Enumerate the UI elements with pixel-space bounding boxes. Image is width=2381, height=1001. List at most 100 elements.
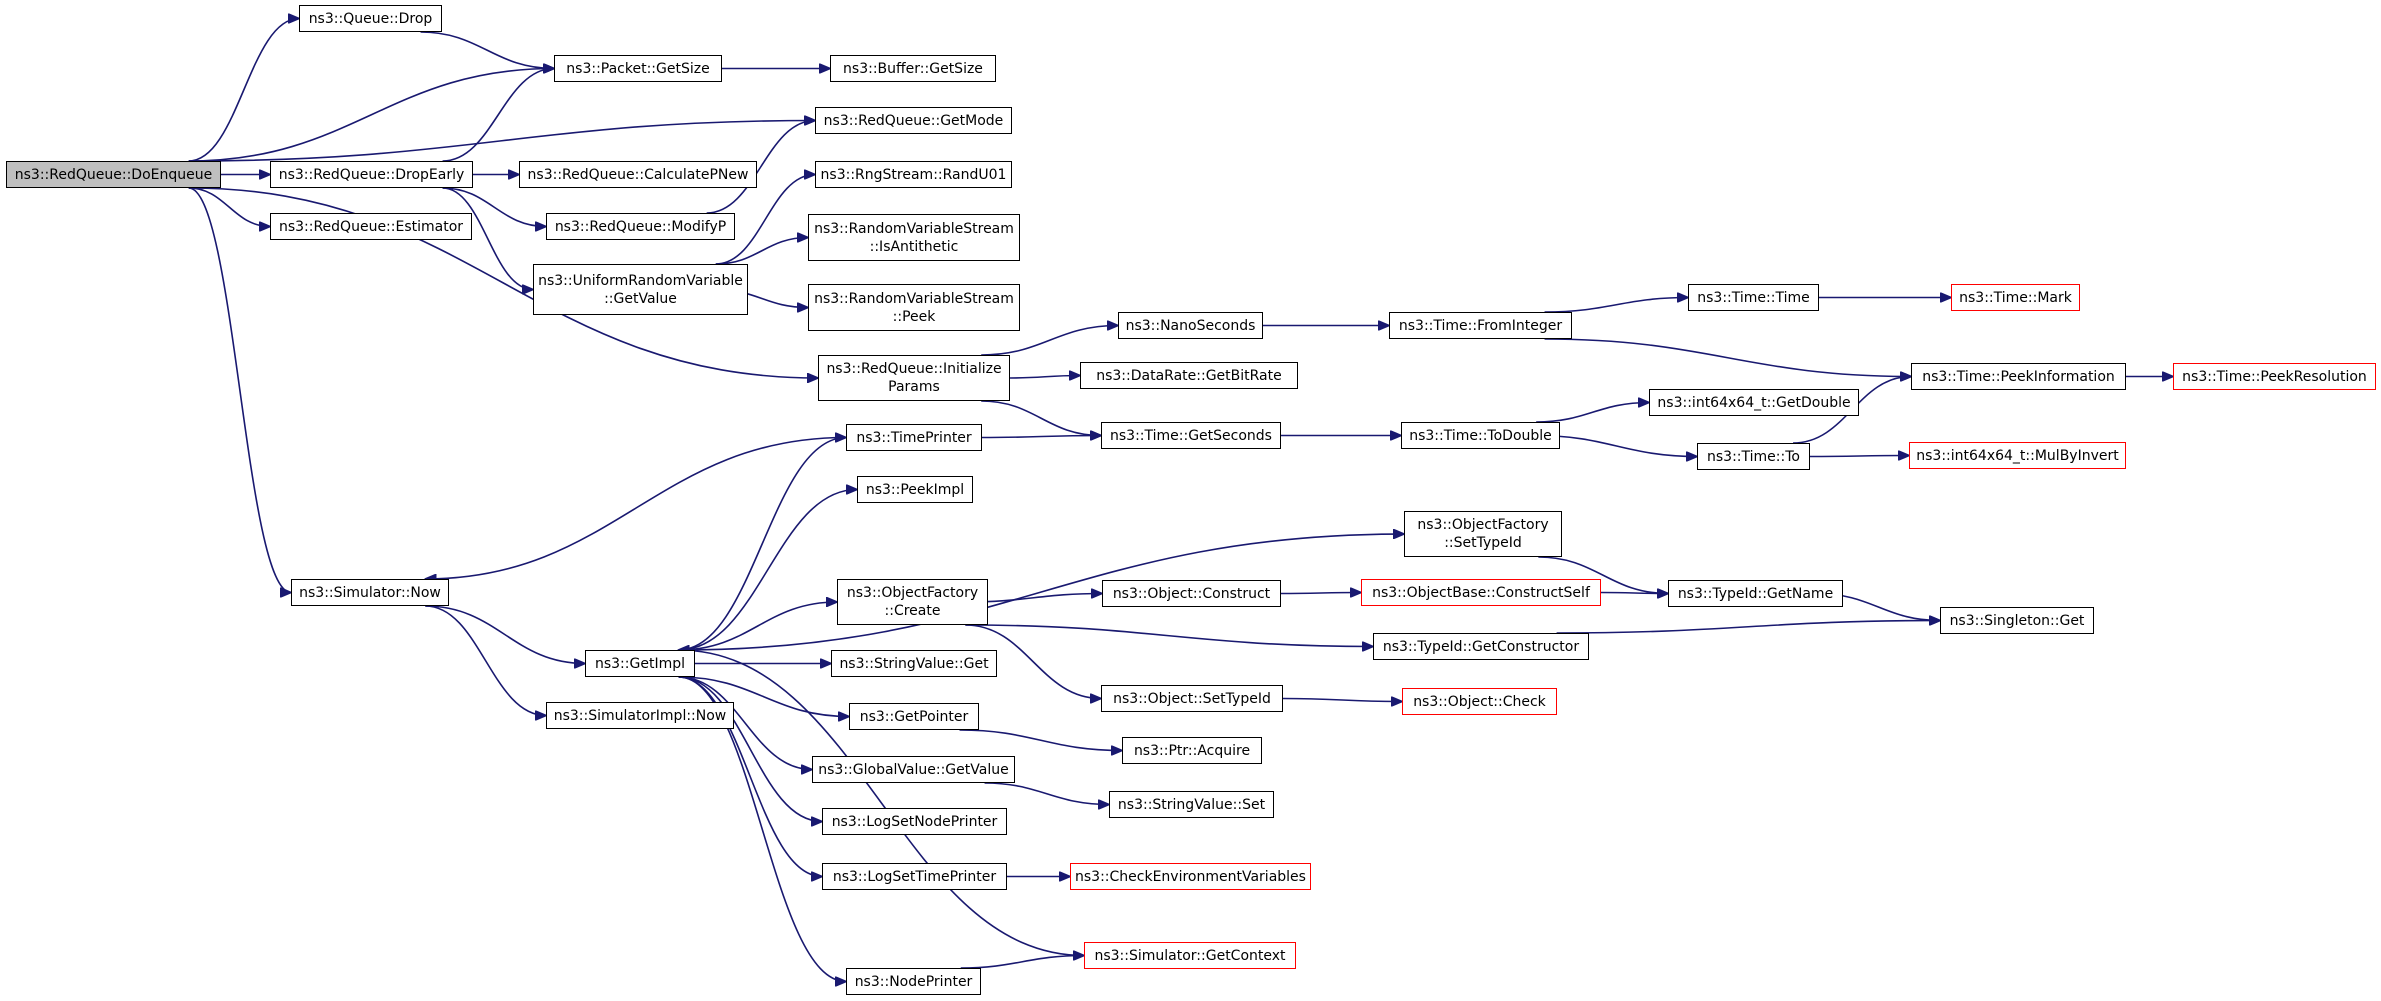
node-redqueue-estimator[interactable]: ns3::RedQueue::Estimator: [270, 213, 472, 240]
node-uniform-getvalue[interactable]: ns3::UniformRandomVariable::GetValue: [533, 264, 748, 315]
node-redqueue-calculatepnew[interactable]: ns3::RedQueue::CalculatePNew: [519, 161, 757, 188]
edge-getpointer-to-ptr-acquire: [959, 729, 1123, 751]
node-label-line: ::GetValue: [604, 290, 677, 307]
node-time-peekresolution[interactable]: ns3::Time::PeekResolution: [2173, 363, 2376, 390]
node-getpointer[interactable]: ns3::GetPointer: [849, 703, 979, 730]
node-label-line: ns3::RandomVariableStream: [814, 290, 1014, 307]
node-objectbase-constructself[interactable]: ns3::ObjectBase::ConstructSelf: [1361, 579, 1601, 606]
edge-doenqueue-to-redqueue-getmode: [188, 121, 815, 162]
edge-simulator-now-to-simulatorimpl-now: [425, 605, 546, 716]
node-time-getseconds[interactable]: ns3::Time::GetSeconds: [1101, 422, 1281, 449]
node-globalvalue-getvalue[interactable]: ns3::GlobalValue::GetValue: [812, 756, 1015, 783]
edge-doenqueue-to-simulator-now: [188, 187, 291, 593]
edge-object-construct-to-objectbase-constructself: [1280, 593, 1361, 594]
edge-time-todouble-to-time-to: [1536, 434, 1697, 457]
edge-doenqueue-to-packet-getsize: [188, 69, 554, 162]
node-int64-getdouble[interactable]: ns3::int64x64_t::GetDouble: [1649, 389, 1859, 416]
node-time-peekinformation[interactable]: ns3::Time::PeekInformation: [1911, 363, 2126, 390]
node-simulator-now[interactable]: ns3::Simulator::Now: [291, 579, 449, 606]
node-label-line: Params: [888, 379, 940, 395]
node-typeid-getname[interactable]: ns3::TypeId::GetName: [1668, 580, 1843, 607]
node-rngstream-randu01[interactable]: ns3::RngStream::RandU01: [815, 161, 1012, 188]
edge-timeprinter-to-time-getseconds: [981, 436, 1101, 438]
edge-getimpl-to-nodeprinter: [678, 676, 847, 982]
node-time-todouble[interactable]: ns3::Time::ToDouble: [1401, 422, 1560, 449]
edge-objectbase-constructself-to-typeid-getname: [1600, 593, 1668, 594]
edge-getimpl-to-objectfactory-settypeid: [678, 534, 1405, 651]
node-redqueue-getmode[interactable]: ns3::RedQueue::GetMode: [815, 107, 1012, 134]
edge-time-frominteger-to-time-peekinformation: [1544, 338, 1911, 377]
edge-getimpl-to-peekimpl: [678, 490, 858, 651]
node-redqueue-modifyp[interactable]: ns3::RedQueue::ModifyP: [546, 213, 735, 240]
edge-timeprinter-to-simulator-now: [425, 436, 847, 580]
edge-redqueue-dropearly-to-packet-getsize: [442, 69, 554, 162]
edge-uniform-getvalue-to-rvs-isantithetic: [715, 238, 808, 265]
edge-uniform-getvalue-to-rngstream-randu01: [715, 175, 815, 265]
node-nodeprinter[interactable]: ns3::NodePrinter: [846, 968, 981, 995]
node-time-time[interactable]: ns3::Time::Time: [1688, 284, 1819, 311]
node-doenqueue: ns3::RedQueue::DoEnqueue: [6, 161, 221, 188]
node-logsetnodeprinter[interactable]: ns3::LogSetNodePrinter: [822, 808, 1007, 835]
edge-redqueue-initializeparams-to-datarate-getbitrate: [1009, 376, 1080, 379]
node-objectfactory-create[interactable]: ns3::ObjectFactory::Create: [837, 579, 988, 625]
edge-redqueue-dropearly-to-uniform-getvalue: [442, 187, 533, 290]
edge-objectfactory-settypeid-to-typeid-getname: [1538, 556, 1668, 594]
node-time-frominteger[interactable]: ns3::Time::FromInteger: [1389, 312, 1572, 339]
node-queue-drop[interactable]: ns3::Queue::Drop: [299, 5, 442, 32]
edge-redqueue-initializeparams-to-nanoseconds: [981, 326, 1118, 356]
edge-objectfactory-create-to-object-settypeid: [965, 624, 1101, 699]
node-label-line: ::Peek: [892, 308, 936, 325]
node-stringvalue-set[interactable]: ns3::StringValue::Set: [1109, 791, 1274, 818]
node-singleton-get[interactable]: ns3::Singleton::Get: [1940, 607, 2094, 634]
node-nanoseconds[interactable]: ns3::NanoSeconds: [1118, 312, 1263, 339]
edge-simulator-getcontext-to-getimpl: [679, 650, 1085, 957]
edge-getimpl-to-timeprinter: [678, 438, 847, 651]
edge-objectfactory-create-to-typeid-getconstructor: [965, 624, 1373, 647]
node-label-line: ns3::ObjectFactory: [1417, 517, 1549, 533]
edge-object-settypeid-to-object-check: [1282, 699, 1402, 702]
edge-doenqueue-to-redqueue-initializeparams: [188, 187, 818, 378]
node-packet-getsize[interactable]: ns3::Packet::GetSize: [554, 55, 722, 82]
edge-getimpl-to-objectfactory-create: [678, 602, 838, 651]
node-simulator-getcontext[interactable]: ns3::Simulator::GetContext: [1084, 942, 1296, 969]
node-datarate-getbitrate[interactable]: ns3::DataRate::GetBitRate: [1080, 362, 1298, 389]
node-logsettimeprinter[interactable]: ns3::LogSetTimePrinter: [822, 863, 1007, 890]
node-checkenvvars[interactable]: ns3::CheckEnvironmentVariables: [1070, 863, 1311, 890]
node-label-line: ::Create: [884, 603, 941, 619]
edge-doenqueue-to-queue-drop: [188, 19, 299, 162]
node-simulatorimpl-now[interactable]: ns3::SimulatorImpl::Now: [546, 702, 734, 729]
edge-redqueue-initializeparams-to-time-getseconds: [981, 400, 1101, 436]
node-objectfactory-settypeid[interactable]: ns3::ObjectFactory::SetTypeId: [1404, 511, 1562, 557]
node-timeprinter[interactable]: ns3::TimePrinter: [846, 424, 982, 451]
node-int64-mulbyinvert[interactable]: ns3::int64x64_t::MulByInvert: [1909, 442, 2126, 469]
node-object-construct[interactable]: ns3::Object::Construct: [1102, 580, 1281, 607]
node-label-line: ns3::UniformRandomVariable: [538, 272, 743, 289]
node-label-line: ns3::ObjectFactory: [846, 585, 979, 601]
node-ptr-acquire[interactable]: ns3::Ptr::Acquire: [1122, 737, 1262, 764]
edge-redqueue-dropearly-to-redqueue-modifyp: [442, 187, 546, 227]
node-buffer-getsize[interactable]: ns3::Buffer::GetSize: [830, 55, 996, 82]
edge-time-todouble-to-int64-getdouble: [1536, 403, 1649, 423]
node-object-check[interactable]: ns3::Object::Check: [1402, 688, 1557, 715]
node-typeid-getconstructor[interactable]: ns3::TypeId::GetConstructor: [1373, 633, 1589, 660]
edge-doenqueue-to-redqueue-estimator: [188, 187, 270, 227]
node-label-line: ::SetTypeId: [1444, 535, 1522, 551]
node-time-to[interactable]: ns3::Time::To: [1697, 443, 1810, 470]
edge-getimpl-to-globalvalue-getvalue: [678, 676, 813, 770]
node-rvs-peek[interactable]: ns3::RandomVariableStream::Peek: [808, 284, 1020, 331]
node-peekimpl[interactable]: ns3::PeekImpl: [857, 476, 973, 503]
node-object-settypeid[interactable]: ns3::Object::SetTypeId: [1101, 685, 1283, 712]
edge-time-to-to-int64-mulbyinvert: [1809, 456, 1909, 457]
node-rvs-isantithetic[interactable]: ns3::RandomVariableStream::IsAntithetic: [808, 214, 1020, 261]
node-label-line: ns3::RandomVariableStream: [814, 220, 1014, 237]
edge-getimpl-to-getpointer: [678, 676, 850, 717]
node-redqueue-dropearly[interactable]: ns3::RedQueue::DropEarly: [270, 161, 473, 188]
node-stringvalue-get[interactable]: ns3::StringValue::Get: [831, 650, 997, 677]
edge-nodeprinter-to-simulator-getcontext: [960, 956, 1084, 969]
edge-time-frominteger-to-time-time: [1544, 298, 1688, 313]
node-time-mark[interactable]: ns3::Time::Mark: [1951, 284, 2080, 311]
node-getimpl[interactable]: ns3::GetImpl: [585, 650, 695, 677]
